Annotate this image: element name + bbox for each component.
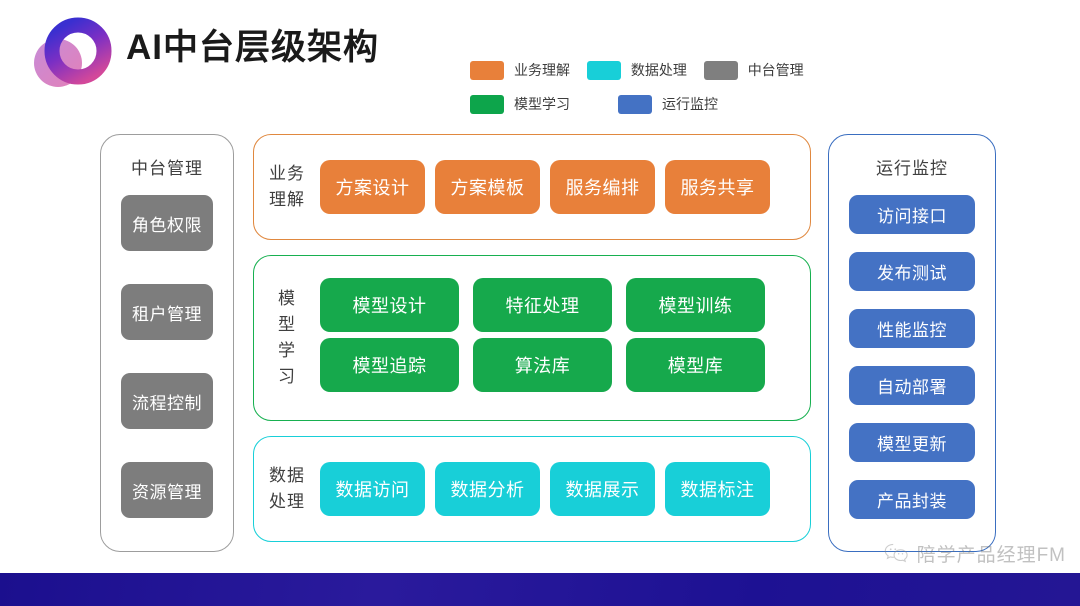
- card-service-orchestration[interactable]: 服务编排: [550, 160, 655, 214]
- panel-card-access-interface[interactable]: 访问接口: [849, 195, 975, 234]
- legend-item-monitor: 运行监控: [618, 92, 766, 116]
- group-label: 业务 理解: [254, 161, 320, 213]
- legend-row: 模型学习 运行监控: [470, 89, 830, 119]
- group-label-line: 理解: [269, 190, 305, 209]
- group-label: 数据 处理: [254, 463, 320, 515]
- card-model-library[interactable]: 模型库: [626, 338, 765, 392]
- legend-swatch-icon: [703, 60, 738, 80]
- legend-label: 模型学习: [514, 96, 570, 112]
- bottom-bar: [0, 573, 1080, 606]
- wechat-icon: [884, 543, 910, 565]
- card-feature-processing[interactable]: 特征处理: [473, 278, 612, 332]
- legend-label: 数据处理: [630, 62, 687, 78]
- group-label-line: 型: [278, 315, 296, 334]
- panel-title: 运行监控: [876, 159, 948, 178]
- legend-swatch-icon: [618, 94, 652, 114]
- legend-swatch-icon: [470, 60, 504, 80]
- legend-swatch-icon: [470, 94, 504, 114]
- architecture-board: 中台管理 角色权限 租户管理 流程控制 资源管理 业务 理解 方案设计 方案模板…: [0, 125, 1080, 565]
- panel-card-model-update[interactable]: 模型更新: [849, 423, 975, 462]
- group-label-line: 数据: [269, 466, 305, 485]
- legend-row: 业务理解 数据处理 中台管理: [470, 55, 830, 85]
- slide-header: AI中台层级架构 业务理解 数据处理 中台管理 模型: [0, 0, 1080, 125]
- group-label-line: 处理: [269, 492, 305, 511]
- card-model-tracking[interactable]: 模型追踪: [320, 338, 459, 392]
- legend-label: 业务理解: [514, 62, 570, 78]
- card-data-analysis[interactable]: 数据分析: [435, 462, 540, 516]
- legend-label: 运行监控: [662, 96, 718, 112]
- watermark: 陪学产品经理FM: [884, 540, 1066, 567]
- panel-card-role-permission[interactable]: 角色权限: [121, 195, 213, 251]
- legend-item-business: 业务理解: [470, 58, 587, 82]
- legend-item-platform: 中台管理: [703, 58, 830, 82]
- panel-card-process-control[interactable]: 流程控制: [121, 373, 213, 429]
- legend-item-data: 数据处理: [586, 58, 704, 82]
- group-label-line: 模: [278, 289, 296, 308]
- panel-card-list: 访问接口 发布测试 性能监控 自动部署 模型更新 产品封装: [829, 195, 995, 537]
- overlapping-circles-logo-icon: [22, 14, 120, 96]
- group-label-line: 业务: [269, 164, 305, 183]
- card-solution-template[interactable]: 方案模板: [435, 160, 540, 214]
- panel-card-product-packaging[interactable]: 产品封装: [849, 480, 975, 519]
- panel-card-release-testing[interactable]: 发布测试: [849, 252, 975, 291]
- panel-card-tenant-management[interactable]: 租户管理: [121, 284, 213, 340]
- group-card-list: 方案设计 方案模板 服务编排 服务共享: [320, 160, 810, 214]
- slide-canvas: AI中台层级架构 业务理解 数据处理 中台管理 模型: [0, 0, 1080, 567]
- card-algorithm-library[interactable]: 算法库: [473, 338, 612, 392]
- group-card-list: 数据访问 数据分析 数据展示 数据标注: [320, 462, 810, 516]
- group-data-processing: 数据 处理 数据访问 数据分析 数据展示 数据标注: [253, 436, 811, 542]
- legend: 业务理解 数据处理 中台管理 模型学习 运行监控: [470, 55, 830, 123]
- panel-runtime-monitoring: 运行监控 访问接口 发布测试 性能监控 自动部署 模型更新 产品封装: [828, 134, 996, 552]
- group-label-line: 学: [278, 341, 296, 360]
- legend-label: 中台管理: [747, 62, 804, 78]
- group-business-understanding: 业务 理解 方案设计 方案模板 服务编排 服务共享: [253, 134, 811, 240]
- group-label-line: 习: [278, 367, 296, 386]
- card-data-annotation[interactable]: 数据标注: [665, 462, 770, 516]
- group-label: 模 型 学 习: [254, 286, 320, 390]
- panel-card-list: 角色权限 租户管理 流程控制 资源管理: [101, 195, 233, 551]
- panel-title: 中台管理: [131, 159, 203, 178]
- card-data-visualization[interactable]: 数据展示: [550, 462, 655, 516]
- panel-platform-management: 中台管理 角色权限 租户管理 流程控制 资源管理: [100, 134, 234, 552]
- panel-card-performance-monitoring[interactable]: 性能监控: [849, 309, 975, 348]
- card-service-sharing[interactable]: 服务共享: [665, 160, 770, 214]
- card-data-access[interactable]: 数据访问: [320, 462, 425, 516]
- page-title: AI中台层级架构: [126, 28, 380, 67]
- legend-item-model: 模型学习: [470, 92, 618, 116]
- group-card-list: 模型设计 特征处理 模型训练 模型追踪 算法库 模型库: [320, 278, 810, 398]
- card-model-training[interactable]: 模型训练: [626, 278, 765, 332]
- group-model-learning: 模 型 学 习 模型设计 特征处理 模型训练 模型追踪 算法库 模型库: [253, 255, 811, 421]
- card-model-design[interactable]: 模型设计: [320, 278, 459, 332]
- panel-card-auto-deployment[interactable]: 自动部署: [849, 366, 975, 405]
- panel-card-resource-management[interactable]: 资源管理: [121, 462, 213, 518]
- watermark-text: 陪学产品经理FM: [916, 545, 1066, 566]
- card-solution-design[interactable]: 方案设计: [320, 160, 425, 214]
- legend-swatch-icon: [586, 60, 621, 80]
